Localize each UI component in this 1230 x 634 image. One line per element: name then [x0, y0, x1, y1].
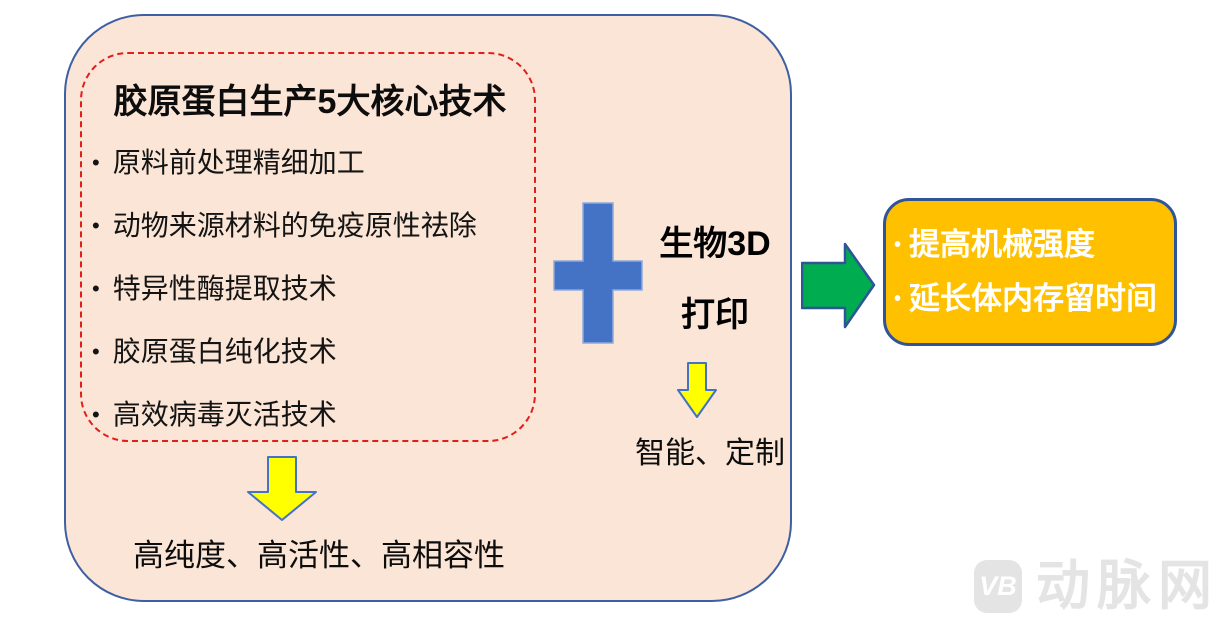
- bullet-icon: •: [92, 402, 100, 427]
- bullet-icon: •: [894, 288, 902, 310]
- left-result-text: 高纯度、高活性、高相容性: [133, 538, 505, 573]
- watermark-brand-text: 动脉网: [1036, 556, 1219, 616]
- tech-list-item-label: 动物来源材料的免疫原性祛除: [112, 210, 477, 241]
- benefit-item-label: 提高机械强度: [909, 227, 1096, 262]
- vcbeat-logo-icon: VB: [974, 560, 1022, 613]
- benefit-item: • 提高机械强度: [894, 227, 1168, 263]
- vcbeat-logo-text: VB: [979, 571, 1017, 601]
- watermark: VB 动脉网: [974, 556, 1219, 616]
- down-arrow-icon: [677, 362, 717, 418]
- plus-icon: [553, 202, 643, 349]
- tech-list-item: • 动物来源材料的免疫原性祛除: [92, 209, 477, 243]
- bullet-icon: •: [92, 150, 100, 175]
- bullet-icon: •: [92, 213, 100, 238]
- tech-list-item-label: 原料前处理精细加工: [112, 147, 365, 178]
- tech-list-item: • 胶原蛋白纯化技术: [92, 335, 477, 369]
- tech-list-item-label: 胶原蛋白纯化技术: [112, 336, 337, 367]
- tech-list-item-label: 高效病毒灭活技术: [112, 399, 337, 430]
- tech-list-item-label: 特异性酶提取技术: [112, 273, 337, 304]
- bio-3d-line1: 生物3D: [659, 225, 771, 263]
- tech-list-item: • 原料前处理精细加工: [92, 146, 477, 180]
- core-tech-dashed-outline: [80, 52, 536, 442]
- down-arrow-icon: [247, 456, 317, 521]
- benefit-item: • 延长体内存留时间: [894, 281, 1168, 317]
- bullet-icon: •: [92, 339, 100, 364]
- tech-list-item: • 高效病毒灭活技术: [92, 398, 477, 432]
- benefits-panel: • 提高机械强度 • 延长体内存留时间: [883, 198, 1177, 346]
- tech-list-item: • 特异性酶提取技术: [92, 272, 477, 306]
- benefit-item-label: 延长体内存留时间: [909, 281, 1158, 316]
- right-arrow-icon: [801, 242, 876, 329]
- bio-3d-label: 生物3D 打印: [640, 224, 790, 335]
- center-result-text: 智能、定制: [635, 437, 785, 470]
- bullet-icon: •: [92, 276, 100, 301]
- bullet-icon: •: [894, 234, 902, 256]
- collagen-tech-panel: [64, 14, 792, 602]
- tech-list: • 原料前处理精细加工 • 动物来源材料的免疫原性祛除 • 特异性酶提取技术 •…: [92, 146, 477, 461]
- bio-3d-line2: 打印: [681, 296, 749, 334]
- panel-title: 胶原蛋白生产5大核心技术: [113, 83, 507, 121]
